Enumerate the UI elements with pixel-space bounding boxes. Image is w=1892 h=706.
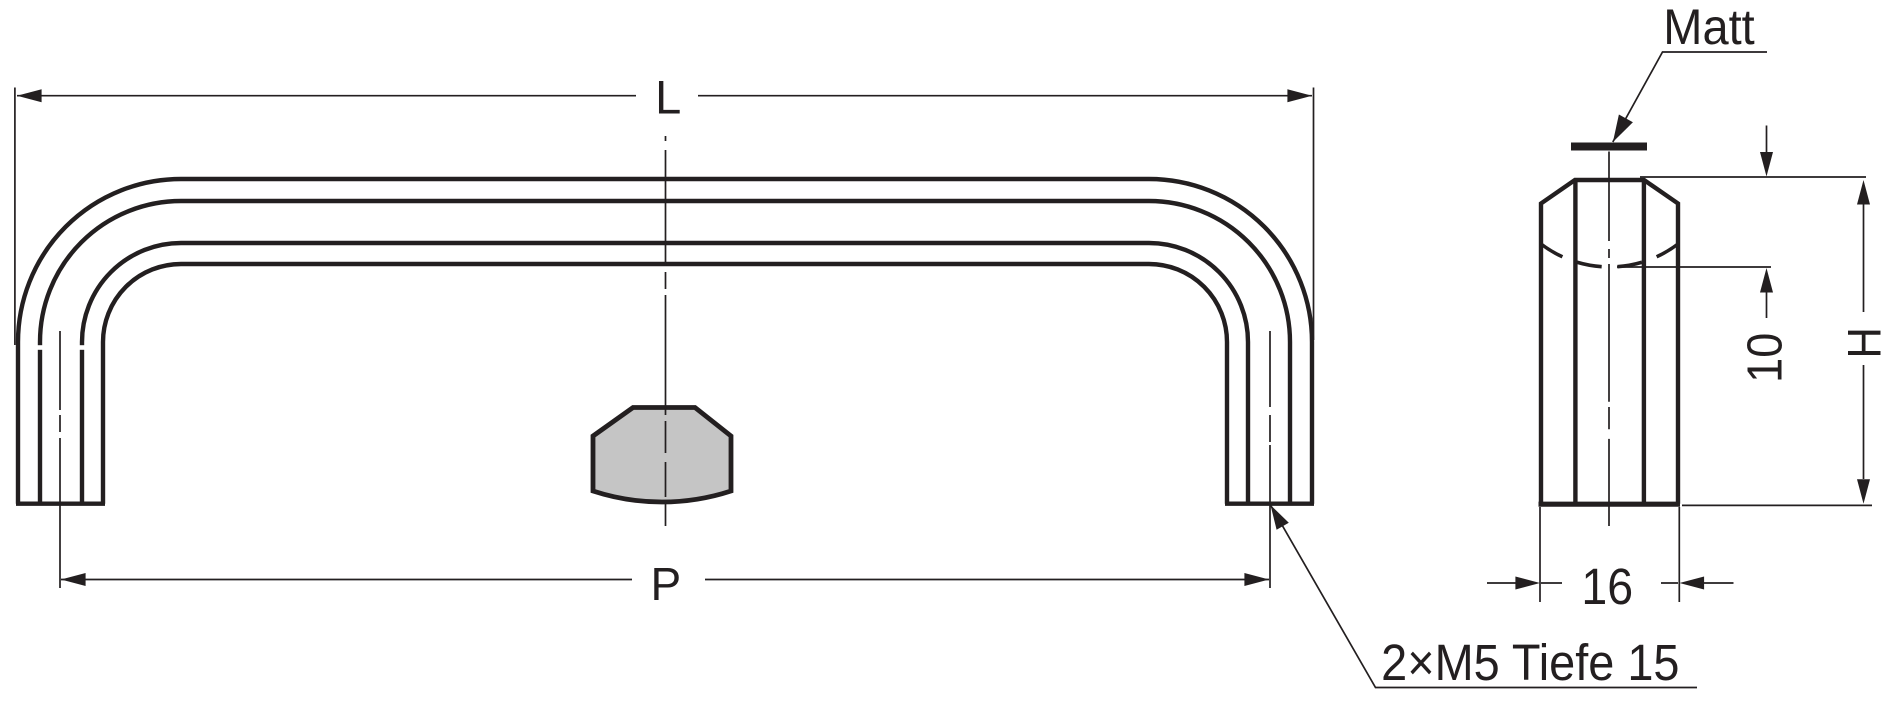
svg-text:16: 16 <box>1581 559 1633 615</box>
svg-text:H: H <box>1838 327 1891 359</box>
svg-text:P: P <box>650 558 681 610</box>
svg-text:L: L <box>655 71 681 124</box>
svg-text:Matt: Matt <box>1663 0 1755 55</box>
svg-text:10: 10 <box>1737 333 1792 383</box>
svg-text:2×M5 Tiefe 15: 2×M5 Tiefe 15 <box>1381 635 1679 691</box>
